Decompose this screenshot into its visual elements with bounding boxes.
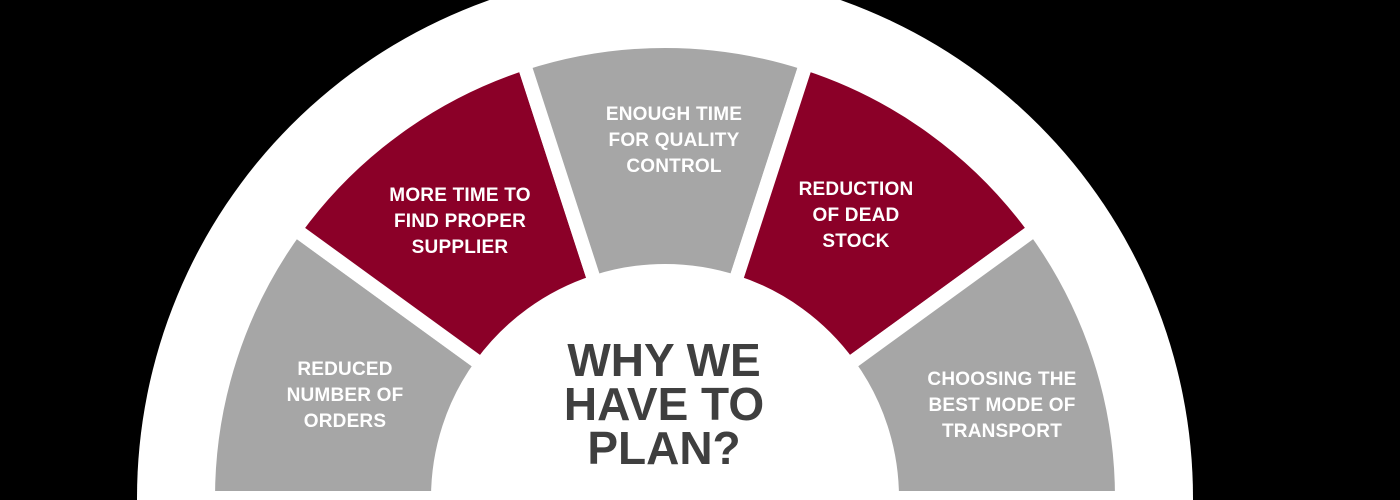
segment-label-find-supplier: MORE TIME TO FIND PROPER SUPPLIER: [389, 185, 531, 258]
wheel-segment: [514, 34, 816, 291]
center-title: WHY WE HAVE TO PLAN?: [563, 334, 765, 474]
wheel-segment: [285, 54, 604, 375]
segment-label-quality-control: ENOUGH TIME FOR QUALITY CONTROL: [605, 104, 743, 177]
wheel-segment: [726, 54, 1045, 375]
segment-label-transport-mode: CHOOSING THE BEST MODE OF TRANSPORT: [927, 369, 1077, 442]
hub: [445, 278, 885, 500]
wheel-segment: [200, 219, 492, 500]
wheel-segment: [838, 219, 1130, 500]
segment-label-reduced-orders: REDUCED NUMBER OF ORDERS: [286, 359, 404, 432]
segment-label-dead-stock: REDUCTION OF DEAD STOCK: [798, 179, 914, 252]
